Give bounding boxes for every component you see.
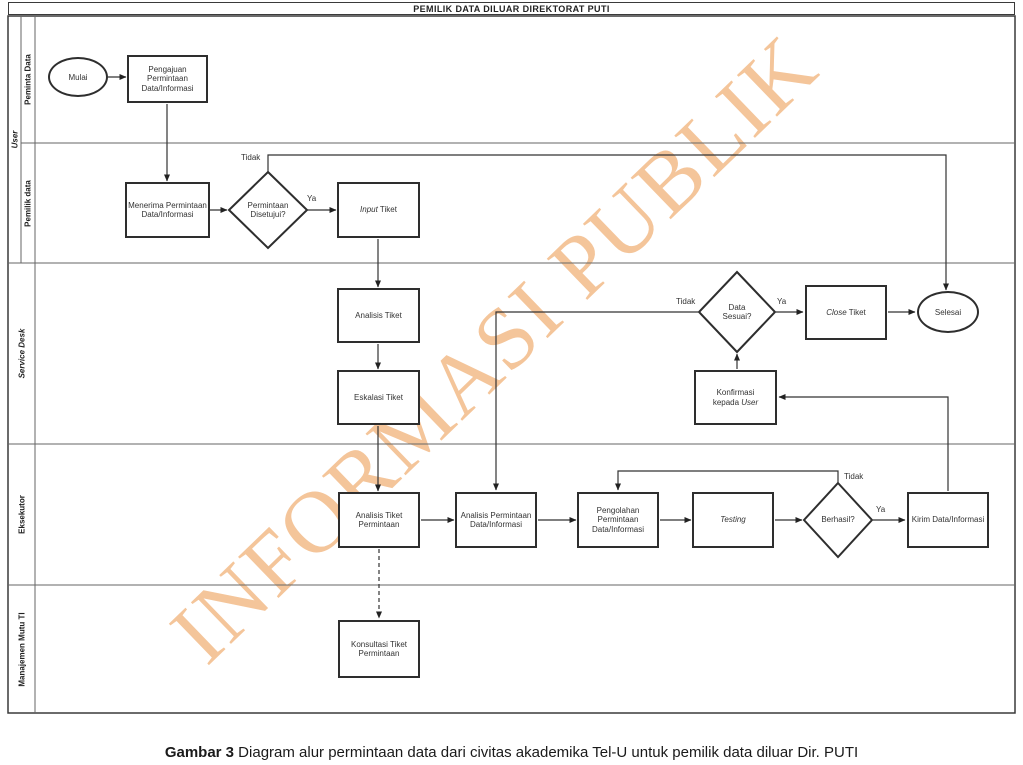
edge-label-tidak-sesuai: Tidak [676, 297, 696, 306]
lane-label-peminta-data: Peminta Data [23, 53, 33, 105]
close-tiket-rest: Tiket [846, 307, 866, 317]
process-close-tiket: Close Tiket [805, 285, 887, 340]
process-analisis-tiket: Analisis Tiket [337, 288, 420, 343]
connectors [108, 74, 949, 619]
edge-label-tidak-berhasil: Tidak [844, 472, 864, 481]
process-konfirmasi-kepada-user: Konfirmasi kepada User [694, 370, 777, 425]
lane-label-manajemen-mutu-ti: Manajemen Mutu TI [17, 611, 26, 687]
process-analisis-tiket-permintaan: Analisis Tiket Permintaan [338, 492, 420, 548]
close-tiket-italic: Close [826, 307, 847, 317]
lane-label-pemilik-data: Pemilik data [23, 179, 33, 227]
edge-label-ya-permintaan: Ya [307, 194, 317, 203]
data-sesuai-text: Data Sesuai? [722, 302, 752, 322]
decision-berhasil-label: Berhasil? [804, 483, 872, 557]
end-node-selesai: Selesai [917, 291, 979, 333]
decision-shapes [227, 170, 874, 559]
lane-label-eksekutor: Eksekutor [17, 494, 26, 534]
decision-data-sesuai-label: Data Sesuai? [699, 272, 775, 352]
decision-permintaan-disetujui-label: Permintaan Disetujui? [229, 172, 307, 248]
process-input-tiket: Input Tiket [337, 182, 420, 238]
swimlane-grid [7, 15, 1016, 714]
edge-kirim-konfirmasi [778, 394, 949, 491]
edge-datasesuai-tidak-analisispermintaan [493, 311, 698, 491]
start-node-mulai: Mulai [48, 57, 108, 97]
edge-berhasil-tidak-pengolahan [615, 470, 839, 491]
edge-label-ya-berhasil: Ya [876, 505, 886, 514]
konfirmasi-line2a: kepada [712, 397, 742, 407]
process-kirim-data-informasi: Kirim Data/Informasi [907, 492, 989, 548]
diagram-title: PEMILIK DATA DILUAR DIREKTORAT PUTI [8, 2, 1015, 15]
konfirmasi-line2b: User [741, 397, 759, 407]
process-menerima-permintaan: Menerima Permintaan Data/Informasi [125, 182, 210, 238]
lane-label-user: User [10, 130, 19, 148]
permintaan-disetujui-text: Permintaan Disetujui? [247, 200, 289, 220]
lane-label-service-desk: Service Desk [17, 328, 26, 378]
lane-frame [7, 15, 1016, 714]
diamond-berhasil [802, 481, 874, 559]
edge-disetujui-tidak-selesai [267, 154, 949, 291]
figure-caption: Gambar 3 Diagram alur permintaan data da… [0, 744, 1023, 761]
edge-label-ya-sesuai: Ya [777, 297, 787, 306]
caption-figure-number: Gambar 3 [164, 744, 235, 761]
konfirmasi-line1: Konfirmasi [716, 388, 755, 397]
diamond-data-sesuai [697, 270, 777, 354]
process-pengolahan-permintaan-data: Pengolahan Permintaan Data/Informasi [577, 492, 659, 548]
process-eskalasi-tiket: Eskalasi Tiket [337, 370, 420, 425]
berhasil-text: Berhasil? [821, 515, 855, 525]
input-tiket-italic: Input [360, 205, 378, 215]
process-analisis-permintaan-data: Analisis Permintaan Data/Informasi [455, 492, 537, 548]
process-konsultasi-tiket-permintaan: Konsultasi Tiket Permintaan [338, 620, 420, 678]
input-tiket-rest: Tiket [377, 205, 397, 215]
diamond-permintaan-disetujui [227, 170, 309, 250]
caption-text: Diagram alur permintaan data dari civita… [234, 744, 859, 761]
process-testing: Testing [692, 492, 774, 548]
edge-label-tidak-permintaan: Tidak [241, 153, 261, 162]
process-pengajuan-permintaan: Pengajuan Permintaan Data/Informasi [127, 55, 208, 103]
